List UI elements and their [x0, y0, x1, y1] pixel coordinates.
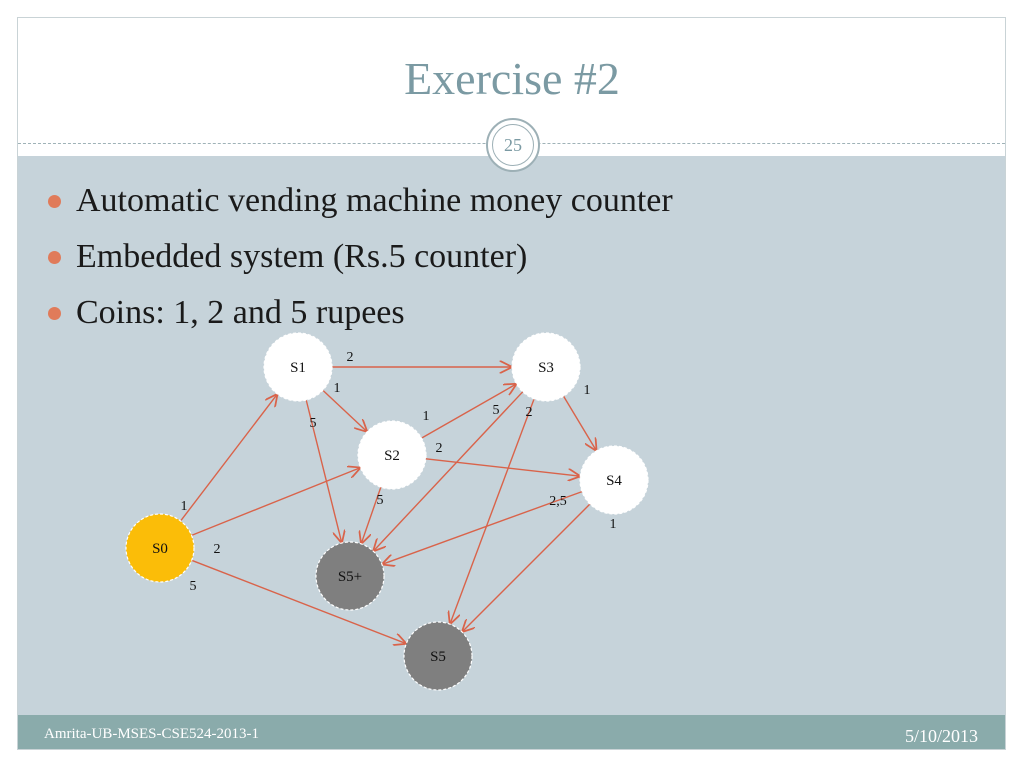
bullet-text: Embedded system (Rs.5 counter)	[76, 238, 528, 275]
bullet-text: Automatic vending machine money counter	[76, 182, 673, 219]
edge-s0-to-s5	[191, 559, 406, 643]
edge-label: 2	[526, 405, 533, 420]
edge-s4-to-s5	[463, 503, 591, 631]
page-number: 25	[492, 124, 534, 166]
slide-title: Exercise #2	[404, 53, 620, 104]
edge-label: 2	[436, 441, 443, 456]
bullet-item: Embedded system (Rs.5 counter)	[48, 234, 673, 290]
slide-frame	[17, 17, 1006, 750]
edge-label: 5	[493, 403, 500, 418]
state-node-s2	[357, 420, 427, 490]
edge-label: 1	[423, 409, 430, 424]
bullet-item: Coins: 1, 2 and 5 rupees	[48, 290, 673, 346]
edge-label: 1	[334, 381, 341, 396]
bullet-text: Coins: 1, 2 and 5 rupees	[76, 294, 405, 331]
state-node-s5plus	[315, 541, 385, 611]
page-number-badge: 25	[486, 118, 540, 172]
bullet-list: Automatic vending machine money counter …	[48, 178, 673, 346]
edge-s1-to-s2	[322, 389, 367, 431]
state-label: S0	[152, 541, 168, 557]
bullet-item: Automatic vending machine money counter	[48, 178, 673, 234]
edge-label: 1	[584, 383, 591, 398]
state-label: S1	[290, 360, 306, 376]
edge-s3-to-s5plus	[374, 391, 524, 551]
edge-label: 2	[214, 542, 221, 557]
state-node-s1	[263, 332, 333, 402]
edge-s2-to-s5plus	[361, 486, 382, 543]
footer-date: 5/10/2013	[904, 726, 978, 746]
edge-s1-to-s5plus	[305, 399, 341, 542]
edge-label: 1	[610, 517, 617, 532]
edge-s0-to-s2	[191, 468, 360, 536]
edges-layer	[180, 367, 596, 643]
edge-label: 5	[377, 493, 384, 508]
bullet-dot-icon	[48, 251, 61, 264]
state-label: S2	[384, 448, 400, 464]
edge-labels-layer: 1 2 5 2 1 5 1 2 5 1 5 2 2,5 1	[181, 350, 617, 594]
edge-s4-to-s5plus	[383, 490, 583, 564]
bullet-dot-icon	[48, 307, 61, 320]
edge-s0-to-s1	[180, 395, 277, 522]
state-node-s5	[403, 621, 473, 691]
state-label: S5	[430, 649, 446, 665]
edge-s2-to-s3	[421, 384, 516, 439]
state-label: S4	[606, 473, 622, 489]
state-label: S3	[538, 360, 554, 376]
state-label: S5+	[338, 569, 362, 585]
footer-course-id: Amrita-UB-MSES-CSE524-2013-1	[44, 726, 259, 742]
state-node-s0	[125, 513, 195, 583]
edge-label: 5	[310, 416, 317, 431]
edge-s3-to-s4	[562, 395, 596, 450]
edge-label: 1	[181, 499, 188, 514]
footer-bar	[18, 715, 1005, 749]
state-node-s4	[579, 445, 649, 515]
edge-label: 2,5	[549, 494, 567, 509]
edge-label: 2	[347, 350, 354, 365]
edge-s3-to-s5	[450, 398, 535, 623]
bullet-dot-icon	[48, 195, 61, 208]
edge-s2-to-s4	[425, 458, 579, 476]
content-area	[18, 156, 1005, 715]
state-node-s3	[511, 332, 581, 402]
edge-label: 5	[190, 579, 197, 594]
